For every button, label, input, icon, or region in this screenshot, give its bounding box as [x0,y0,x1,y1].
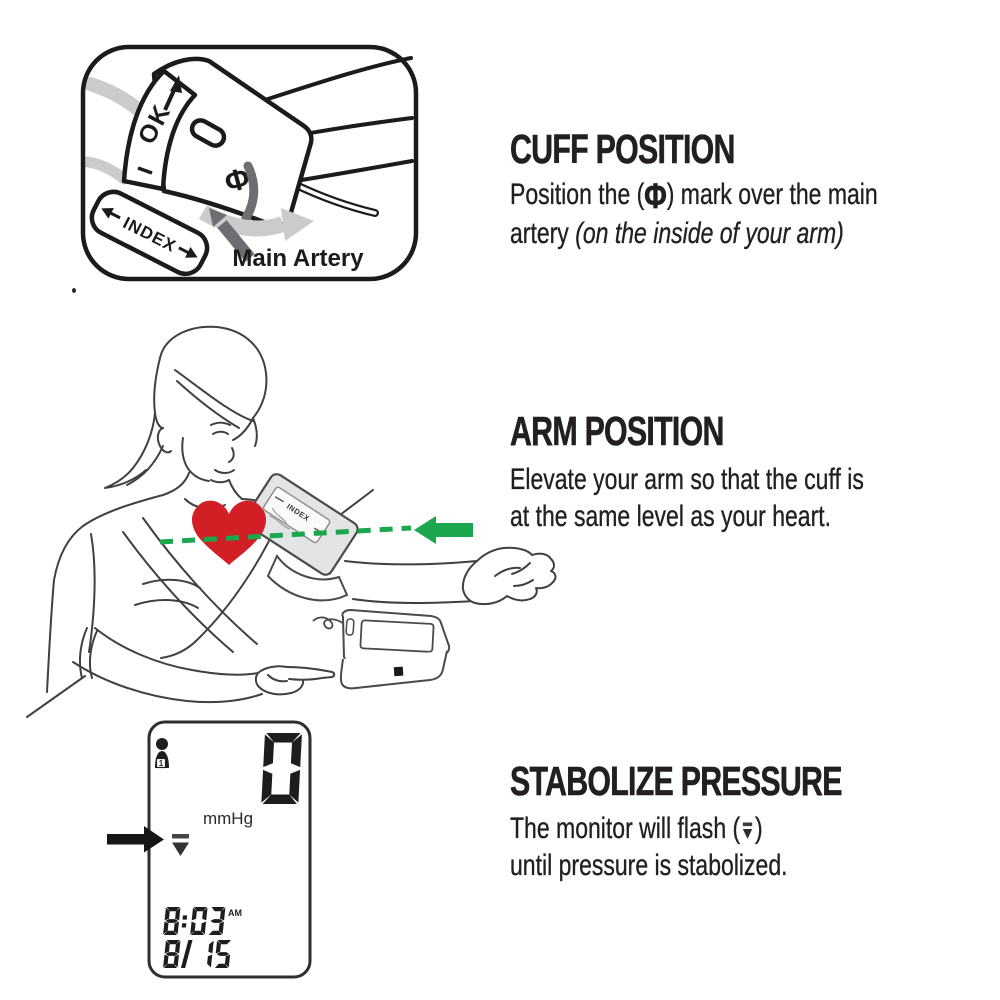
deflation-icon [172,834,189,856]
date-display [163,940,232,968]
deflation-inline-icon [742,822,753,839]
section-title-cuff-position: CUFF POSITION [510,126,736,173]
phi-symbol: Φ [644,177,667,216]
monitor-display-diagram: 1 mmHg AM [107,720,312,979]
section-body-stabolize-pressure: The monitor will flash () until pressure… [510,810,788,884]
unit-label: mmHg [203,809,253,828]
lcd-frame [147,720,312,979]
time-display [163,907,226,935]
cuff-body-line1: Position the (Φ) mark over the main [510,177,878,216]
heart-icon [191,500,267,565]
index-right-arrow-icon [178,246,198,258]
artery-pointer-arrow-icon [209,208,255,262]
section-body-cuff-position: Position the (Φ) mark over the main arte… [510,176,878,252]
artery-stripe [241,161,259,223]
main-artery-label: Main Artery [232,245,364,272]
section-body-arm-position: Elevate your arm so that the cuff is at … [510,461,864,535]
cuff-d-ring [189,118,227,148]
ok-arrow-icon [137,75,182,175]
stab-body-line2: until pressure is stabolized. [510,849,788,882]
diagram-frame [80,44,419,282]
pressure-reading [261,733,302,804]
monitor-device [312,609,451,690]
arm-body-line1: Elevate your arm so that the cuff is [510,463,864,496]
arm-cuff: INDEX [243,473,359,576]
arm-position-diagram: INDEX [26,325,557,718]
meridiem-label: AM [228,908,242,918]
index-left-arrow-icon [101,207,121,220]
user-icon: 1 [155,738,169,769]
section-title-stabolize-pressure: STABOLIZE PRESSURE [510,758,843,805]
arm-cuff-strap [266,554,349,602]
cuff-position-diagram: OK INDEX Φ Main Artery [80,44,419,282]
index-flap: INDEX [89,189,210,277]
cuff-body-line2: artery (on the inside of your arm) [510,217,844,250]
user-number: 1 [159,759,164,768]
stray-dot [72,288,76,293]
stab-body-line1: The monitor will flash () [510,812,763,845]
woman-sketch [26,325,557,718]
section-title-arm-position: ARM POSITION [510,408,725,455]
level-arrow-icon [414,516,473,544]
heart-level-dashed-line [159,525,412,545]
flash-pointer-arrow-icon [107,826,164,853]
monitor-port [393,666,404,677]
arm-body-line2: at the same level as your heart. [510,500,832,533]
